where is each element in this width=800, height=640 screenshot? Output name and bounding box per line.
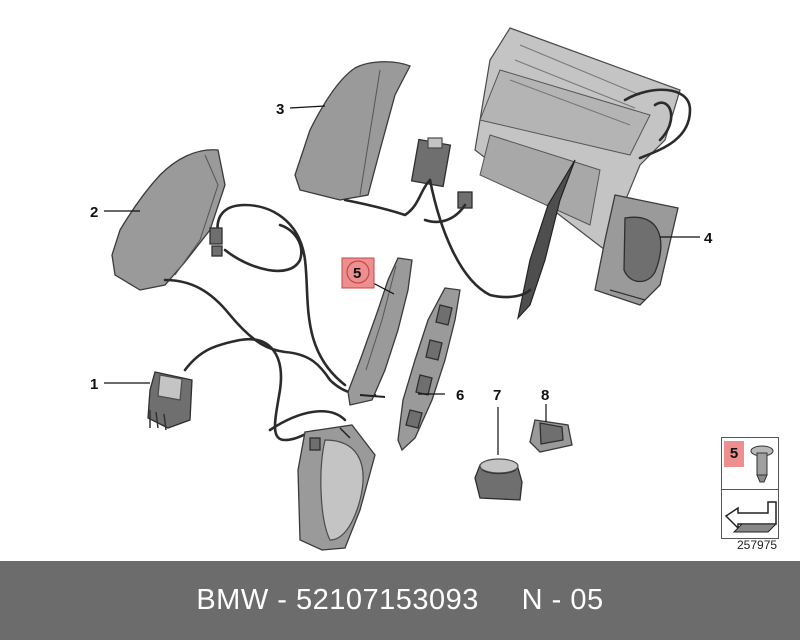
- part-1-control-unit: [147, 371, 193, 431]
- part-6-switch-panel: [397, 287, 461, 452]
- callout-8: 8: [541, 387, 549, 404]
- part-2-upper-cover: [111, 149, 226, 291]
- callout-5: 5: [353, 265, 361, 282]
- callout-6: 6: [456, 387, 464, 404]
- plug-connectors-upper: [209, 227, 223, 257]
- part-3-side-trim: [294, 61, 411, 201]
- part-4-housing: [594, 194, 679, 306]
- parts-diagram: 1 2 3 4 5 6 7 8: [90, 27, 713, 551]
- callout-4: 4: [704, 230, 713, 247]
- leader-lines: [104, 105, 700, 455]
- part-5-lever-cover: [347, 257, 413, 406]
- direction-arrow-icon: [724, 501, 778, 533]
- legend-badge: 5: [724, 441, 744, 467]
- callout-1: 1: [90, 376, 98, 393]
- side-blade-panel: [516, 159, 576, 320]
- callout-3: 3: [276, 101, 284, 118]
- seat-back-frame: [474, 27, 692, 251]
- callout-7: 7: [493, 387, 501, 404]
- callout-2: 2: [90, 204, 98, 221]
- footer-bar: BMW - 52107153093 N - 05: [0, 561, 800, 640]
- footer-part-text: BMW - 52107153093 N - 05: [196, 584, 604, 616]
- part-8-switch: [529, 419, 573, 453]
- part-7-knob: [474, 458, 523, 501]
- wiring-harness-main: [163, 203, 377, 442]
- wiring-harness-upper: [343, 178, 532, 299]
- legend-divider: [721, 489, 779, 490]
- fastener-icon: [750, 445, 774, 483]
- lower-seat-module: [297, 424, 376, 551]
- reference-number: 257975: [737, 538, 778, 552]
